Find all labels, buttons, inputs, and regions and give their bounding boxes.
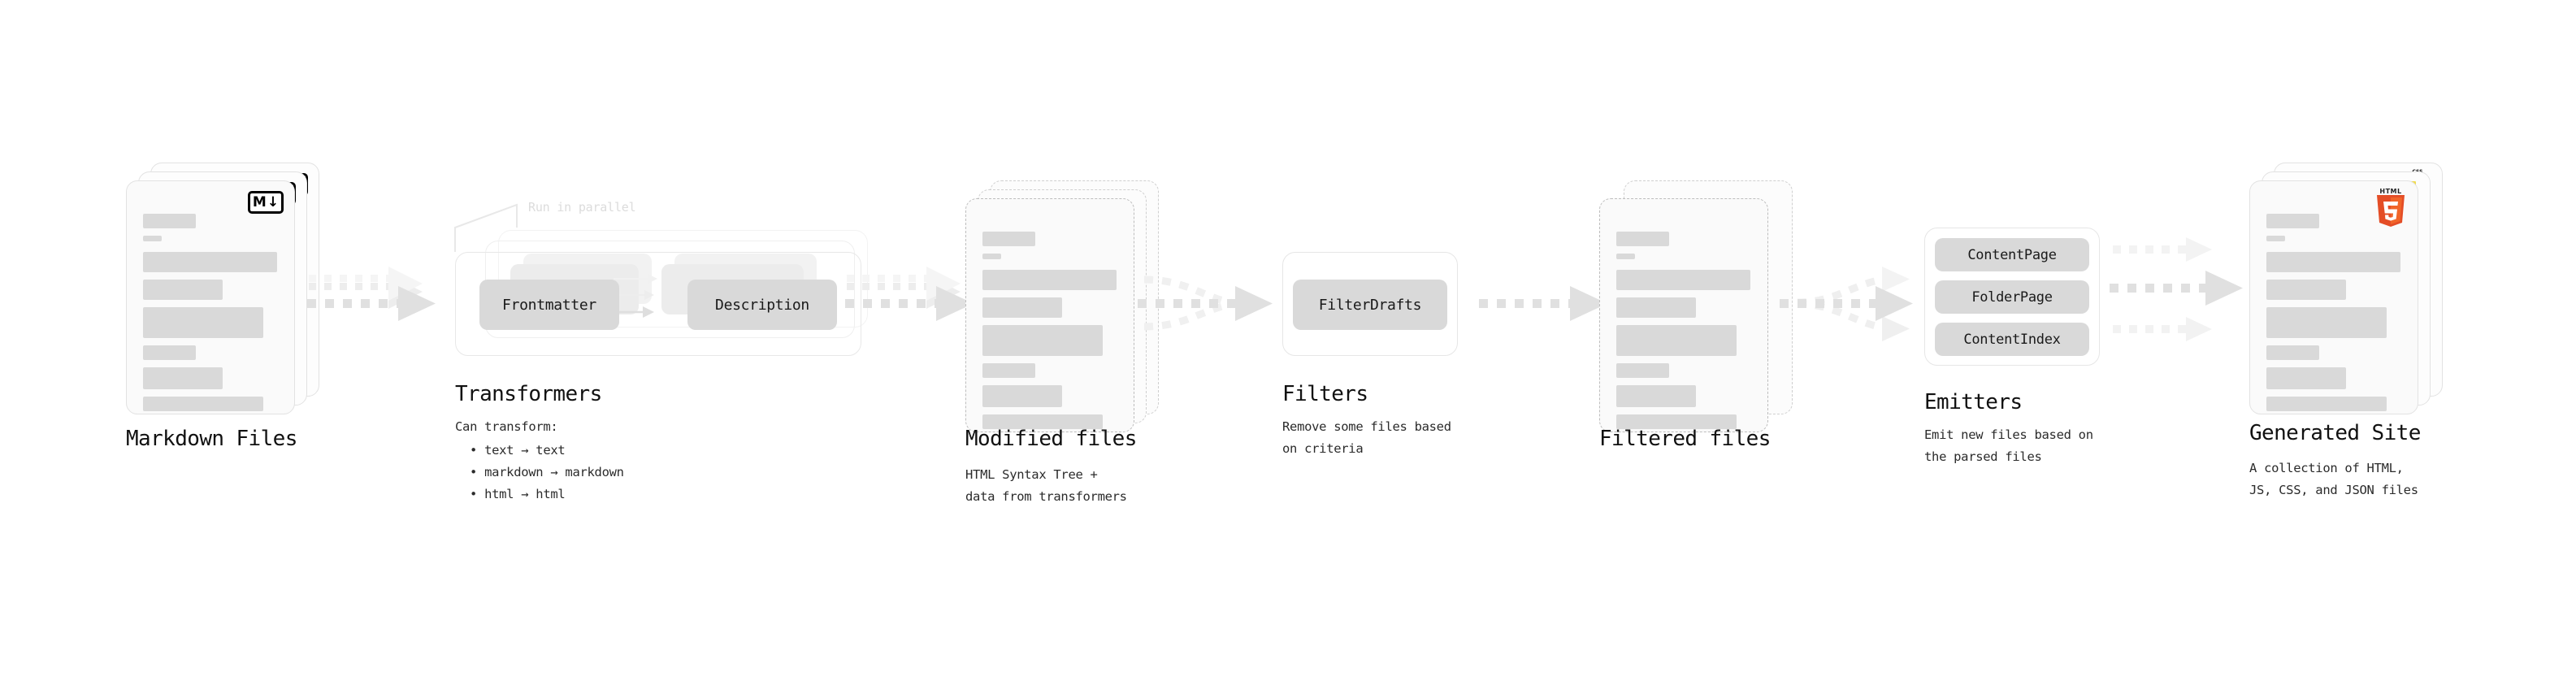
transformers-subtitle: Can transform:: [455, 419, 558, 434]
run-in-parallel-label: Run in parallel: [528, 200, 636, 215]
modified-files-subtitle-1: data from transformers: [965, 489, 1127, 504]
arrow-markdown-to-transformers: [307, 267, 436, 321]
transformers-title: Transformers: [455, 382, 602, 406]
run-in-parallel-bracket: [454, 203, 518, 252]
transformers-bullet-1: • markdown → markdown: [470, 465, 624, 479]
filters-box: FilterDrafts: [1282, 252, 1458, 356]
markdown-card-front: M↓: [126, 180, 295, 414]
skeleton-lines: [982, 232, 1119, 436]
filters-subtitle-1: on criteria: [1282, 441, 1364, 456]
transformers-box-front: Frontmatter Description: [455, 252, 861, 356]
modified-files-subtitle-0: HTML Syntax Tree +: [965, 467, 1098, 482]
arrow-modified-to-filters: [1138, 275, 1273, 331]
arrow-transformers-to-modified: [845, 267, 974, 321]
html5-shield-icon: [2377, 195, 2405, 227]
skeleton-lines: [143, 214, 280, 419]
arrow-emitters-to-site: [2110, 237, 2243, 341]
filtered-files-title: Filtered files: [1599, 427, 1771, 451]
filtered-card-front: [1599, 198, 1768, 432]
markdown-files-title: Markdown Files: [126, 427, 297, 451]
filters-subtitle-0: Remove some files based: [1282, 419, 1451, 434]
emitters-subtitle-1: the parsed files: [1924, 449, 2042, 464]
emitter-pill-contentindex[interactable]: ContentIndex: [1935, 323, 2089, 356]
filters-title: Filters: [1282, 382, 1368, 406]
emitters-title: Emitters: [1924, 390, 2023, 414]
skeleton-lines: [1616, 232, 1753, 436]
modified-card-front: [965, 198, 1134, 432]
generated-site-subtitle-0: A collection of HTML,: [2249, 461, 2404, 475]
markdown-badge-front: M↓: [248, 191, 284, 214]
arrow-filters-to-filtered: [1479, 286, 1607, 321]
html5-icon: HTML: [2374, 189, 2408, 228]
emitter-pill-contentpage[interactable]: ContentPage: [1935, 238, 2089, 271]
html5-icon-label: HTML: [2379, 188, 2402, 195]
emitters-subtitle-0: Emit new files based on: [1924, 427, 2093, 442]
generated-card-front-html: HTML: [2249, 180, 2418, 414]
markdown-badge-letter: M: [252, 193, 267, 210]
generated-site-title: Generated Site: [2249, 421, 2421, 445]
markdown-badge-arrow-icon: ↓: [267, 193, 280, 210]
emitters-box: ContentPage FolderPage ContentIndex: [1924, 228, 2100, 366]
transformers-bullet-0: • text → text: [470, 443, 566, 458]
filter-pill-filterdrafts[interactable]: FilterDrafts: [1293, 280, 1447, 330]
emitter-pill-folderpage[interactable]: FolderPage: [1935, 280, 2089, 314]
modified-files-title: Modified files: [965, 427, 1137, 451]
transformer-pill-frontmatter[interactable]: Frontmatter: [479, 280, 619, 330]
skeleton-lines: [2266, 214, 2403, 419]
transformer-pill-description[interactable]: Description: [687, 280, 837, 330]
transformers-bullet-2: • html → html: [470, 487, 566, 501]
markdown-icon: M↓: [248, 191, 284, 214]
generated-site-subtitle-1: JS, CSS, and JSON files: [2249, 483, 2418, 497]
arrow-filtered-to-emitters: [1780, 267, 1913, 341]
